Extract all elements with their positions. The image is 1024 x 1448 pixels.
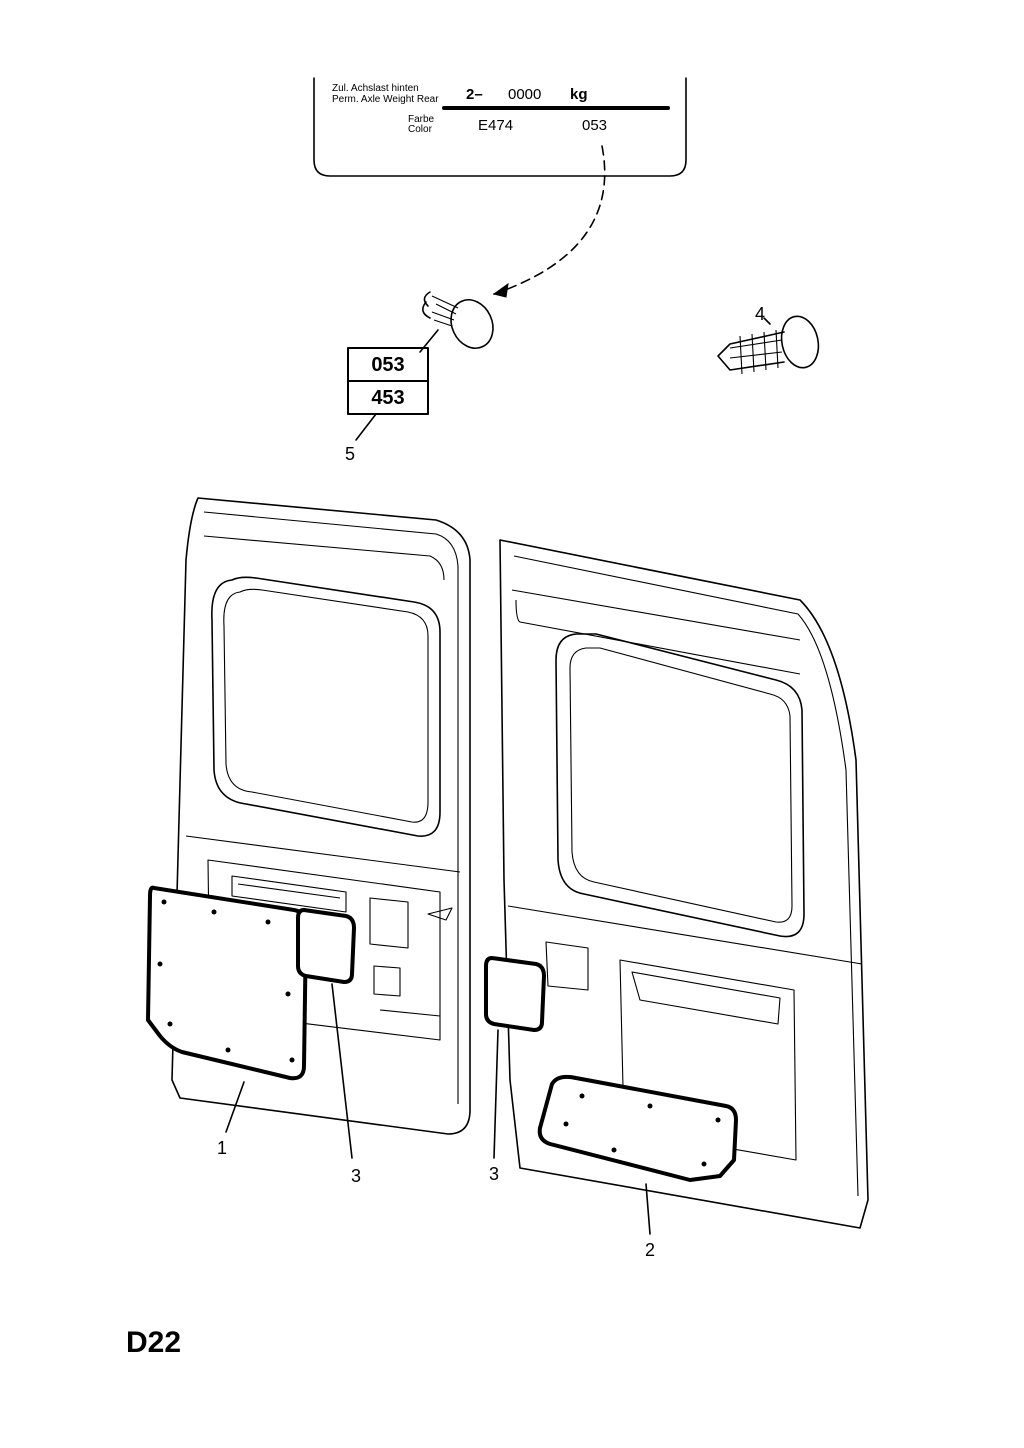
leader-3-right xyxy=(493,1029,499,1159)
axle-unit: kg xyxy=(570,86,588,103)
trim-panel-2 xyxy=(537,1074,738,1235)
pointer-arrow xyxy=(492,145,606,298)
cover-plate-3-left xyxy=(296,908,356,1159)
callout-5: 5 xyxy=(345,444,355,464)
leader-4 xyxy=(763,317,771,325)
cover-plate-3-right xyxy=(484,956,546,1159)
color-code: E474 xyxy=(478,117,513,134)
code-box-top: 053 xyxy=(371,354,404,376)
page-code: D22 xyxy=(126,1326,181,1359)
axle-prefix: 2– xyxy=(466,86,483,103)
callout-3-left: 3 xyxy=(351,1166,361,1186)
callout-2: 2 xyxy=(645,1240,655,1260)
axle-value: 0000 xyxy=(508,86,541,103)
clip-part-5 xyxy=(419,291,494,353)
color-label-de: Farbe xyxy=(408,114,435,125)
axle-label-en: Perm. Axle Weight Rear xyxy=(332,94,439,105)
leader-5 xyxy=(355,413,377,441)
leader-2 xyxy=(645,1183,651,1235)
leader-1 xyxy=(225,1081,245,1133)
clip-part-4 xyxy=(717,315,820,375)
color-label-en: Color xyxy=(408,124,433,135)
callout-4: 4 xyxy=(755,304,765,324)
leader-3-left xyxy=(331,983,353,1159)
axle-label-de: Zul. Achslast hinten xyxy=(332,83,419,94)
right-rear-door xyxy=(499,539,869,1229)
callout-1: 1 xyxy=(217,1138,227,1158)
callout-3-right: 3 xyxy=(489,1164,499,1184)
trim-panel-1 xyxy=(146,885,308,1133)
identification-plate: Zul. Achslast hinten Perm. Axle Weight R… xyxy=(313,77,687,177)
code-box-bottom: 453 xyxy=(371,387,404,409)
code-box: 053 453 xyxy=(347,347,429,441)
color-number: 053 xyxy=(582,117,607,134)
